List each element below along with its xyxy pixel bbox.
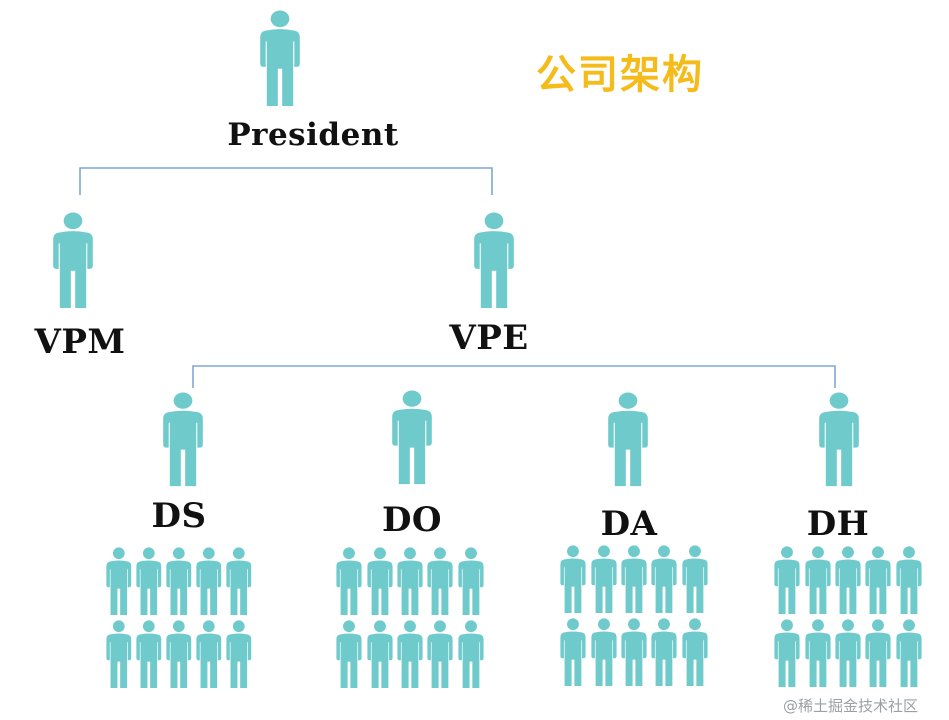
team-member-icon — [804, 546, 832, 615]
team-member-icon — [834, 619, 862, 688]
team-member-icon — [773, 546, 801, 615]
person-icon-da — [606, 392, 650, 488]
team-member-icon — [590, 618, 618, 687]
team-member-icon — [650, 618, 678, 687]
team-member-icon — [457, 547, 485, 616]
team-group-da — [558, 545, 710, 691]
team-member-icon — [895, 619, 923, 688]
team-member-icon — [335, 620, 363, 689]
team-group-do — [334, 547, 486, 693]
team-member-icon — [620, 618, 648, 687]
team-member-icon — [105, 547, 133, 616]
team-member-icon — [895, 546, 923, 615]
label-vpm: VPM — [34, 322, 126, 362]
team-member-icon — [834, 546, 862, 615]
person-icon-do — [390, 390, 434, 486]
team-member-icon — [135, 547, 163, 616]
label-ds: DS — [151, 496, 207, 536]
team-member-icon — [650, 545, 678, 614]
connector-vpe — [192, 365, 836, 388]
label-da: DA — [600, 504, 658, 544]
watermark: @稀土掘金技术社区 — [783, 697, 919, 715]
label-president: President — [227, 117, 399, 153]
team-member-icon — [105, 620, 133, 689]
team-member-icon — [620, 545, 648, 614]
team-member-icon — [195, 547, 223, 616]
team-member-icon — [396, 620, 424, 689]
person-icon-vpm — [51, 212, 95, 310]
label-do: DO — [381, 500, 443, 540]
chart-title: 公司架构 — [536, 52, 704, 98]
team-group-ds — [104, 547, 254, 693]
team-member-icon — [135, 620, 163, 689]
team-member-icon — [195, 620, 223, 689]
label-vpe: VPE — [449, 318, 529, 358]
label-dh: DH — [806, 504, 870, 544]
team-member-icon — [396, 547, 424, 616]
team-member-icon — [804, 619, 832, 688]
team-member-icon — [335, 547, 363, 616]
team-member-icon — [681, 545, 709, 614]
person-icon-vpe — [472, 212, 516, 310]
team-member-icon — [864, 619, 892, 688]
person-icon-ds — [161, 392, 205, 488]
team-member-icon — [366, 547, 394, 616]
team-member-icon — [165, 547, 193, 616]
person-icon-president — [258, 10, 302, 108]
team-member-icon — [590, 545, 618, 614]
team-member-icon — [457, 620, 485, 689]
team-member-icon — [559, 618, 587, 687]
team-member-icon — [366, 620, 394, 689]
team-member-icon — [681, 618, 709, 687]
connector-president — [79, 167, 493, 195]
team-member-icon — [773, 619, 801, 688]
team-member-icon — [426, 547, 454, 616]
team-member-icon — [864, 546, 892, 615]
person-icon-dh — [817, 392, 861, 488]
team-member-icon — [165, 620, 193, 689]
team-member-icon — [225, 620, 253, 689]
team-member-icon — [426, 620, 454, 689]
team-group-dh — [772, 546, 924, 692]
team-member-icon — [225, 547, 253, 616]
team-member-icon — [559, 545, 587, 614]
